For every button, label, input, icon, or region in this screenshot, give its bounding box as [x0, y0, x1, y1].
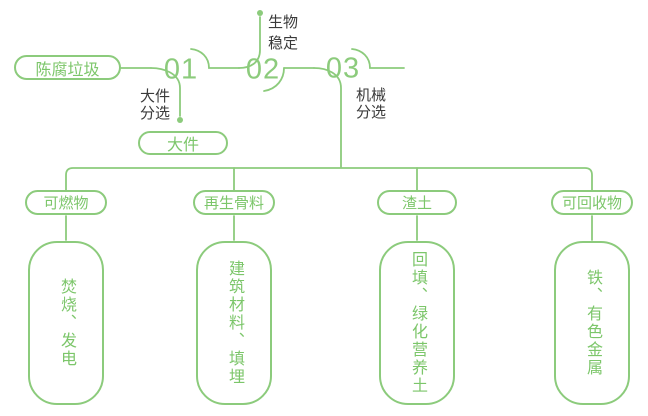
category-label: 可燃物 — [43, 195, 89, 212]
distribution-rail — [65, 167, 593, 191]
node-category-combustibles: 可燃物 — [25, 190, 107, 215]
node-category-recycled-aggregate: 再生骨料 — [193, 190, 275, 215]
step2-caption-line1: 生物 — [268, 14, 299, 31]
step3-caption-line2: 分选 — [356, 104, 387, 121]
detail-box-combustibles: 焚烧、发电 — [28, 241, 104, 405]
node-bulky-output: 大件 — [138, 131, 228, 155]
node-category-slag-soil: 渣土 — [377, 190, 457, 215]
step2-caption-line2: 稳定 — [268, 35, 299, 52]
curl-step1-and-line-to-step2 — [190, 48, 240, 69]
node-category-recyclables: 可回收物 — [551, 190, 633, 215]
category-label: 可回收物 — [561, 195, 622, 212]
step1-caption-line2: 分选 — [140, 105, 171, 122]
detail-text: 焚烧、发电 — [58, 278, 75, 368]
line-dive-step3-to-branches — [313, 67, 342, 168]
step2-caption: 生物 稳定 — [268, 12, 298, 54]
detail-box-slag-soil: 回填、绿化营养土 — [379, 241, 455, 405]
detail-text: 铁、有色金属 — [584, 269, 601, 377]
step1-caption-line1: 大件 — [140, 88, 171, 105]
node-source: 陈腐垃圾 — [14, 55, 121, 80]
line-rise-step2-to-bio — [238, 16, 261, 69]
step3-caption: 机械 分选 — [356, 87, 386, 121]
bio-connector-dot — [257, 10, 263, 16]
step3-caption-line1: 机械 — [356, 87, 387, 104]
step-number-2: 02 — [245, 53, 281, 86]
detail-text: 回填、绿化营养土 — [409, 251, 426, 395]
tail-under-step2 — [263, 67, 285, 92]
detail-box-recyclables: 铁、有色金属 — [554, 241, 630, 405]
node-source-label: 陈腐垃圾 — [35, 61, 100, 79]
bulky-connector-dot — [177, 117, 183, 123]
category-label: 再生骨料 — [203, 195, 264, 212]
detail-box-recycled-aggregate: 建筑材料、填埋 — [196, 241, 272, 405]
curl-step3-and-line-end — [351, 48, 405, 69]
step-number-1: 01 — [163, 53, 199, 86]
category-label: 渣土 — [401, 195, 432, 212]
line-dive-step1-to-bulky — [150, 67, 181, 117]
detail-text: 建筑材料、填埋 — [226, 260, 243, 386]
step1-caption: 大件 分选 — [140, 88, 170, 122]
node-bulky-label: 大件 — [166, 137, 199, 154]
step-number-3: 03 — [325, 52, 361, 85]
